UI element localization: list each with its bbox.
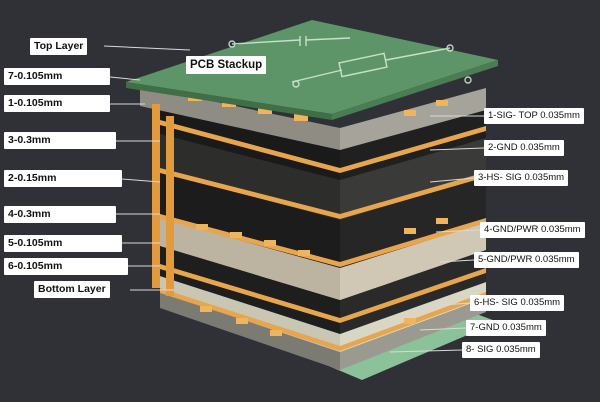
label-layer-7-thickness: 7-0.105mm xyxy=(4,68,110,85)
layer-8-sig xyxy=(340,298,486,370)
label-layer-1-sig-top: 1-SIG- TOP 0.035mm xyxy=(484,108,584,124)
label-layer-4-thickness: 4-0.3mm xyxy=(4,206,116,223)
layer-6-core xyxy=(340,250,486,334)
label-layer-8-sig: 8- SIG 0.035mm xyxy=(462,342,540,358)
left-face-3 xyxy=(160,134,340,220)
label-layer-3-hs-sig: 3-HS- SIG 0.035mm xyxy=(474,170,569,186)
label-layer-5-thickness: 5-0.105mm xyxy=(4,235,122,252)
left-face-1 xyxy=(140,86,340,150)
label-layer-4-gnd-pwr: 4-GND/PWR 0.035mm xyxy=(480,222,585,238)
leader-lines xyxy=(103,45,485,353)
label-layer-6-thickness: 6-0.105mm xyxy=(4,258,128,275)
layer-5-core xyxy=(340,222,486,300)
left-face-4 xyxy=(160,172,340,268)
left-face-5 xyxy=(160,218,340,300)
diagram-title: PCB Stackup xyxy=(186,56,267,74)
label-layer-1-thickness: 1-0.105mm xyxy=(4,95,110,112)
top-solder-mask xyxy=(126,20,498,114)
label-layer-6-hs-sig: 6-HS- SIG 0.035mm xyxy=(470,295,565,311)
label-layer-3-thickness: 3-0.3mm xyxy=(4,132,116,149)
top-board-side xyxy=(332,60,498,120)
left-face-6 xyxy=(160,246,340,334)
layer-3-core xyxy=(340,138,486,220)
vias xyxy=(152,104,174,296)
left-face-2 xyxy=(160,106,340,180)
layer-4-core xyxy=(340,176,486,268)
label-layer-7-gnd: 7-GND 0.035mm xyxy=(466,320,546,336)
top-board-edge xyxy=(126,82,332,120)
label-layer-2-thickness: 2-0.15mm xyxy=(4,170,122,187)
copper-bands xyxy=(160,120,486,351)
layer-1-core xyxy=(340,88,486,150)
label-top-layer: Top Layer xyxy=(30,38,88,55)
top-silkscreen xyxy=(228,36,472,88)
label-layer-5-gnd-pwr: 5-GND/PWR 0.035mm xyxy=(474,252,579,268)
label-layer-2-gnd: 2-GND 0.035mm xyxy=(484,140,564,156)
label-bottom-layer: Bottom Layer xyxy=(34,281,110,298)
